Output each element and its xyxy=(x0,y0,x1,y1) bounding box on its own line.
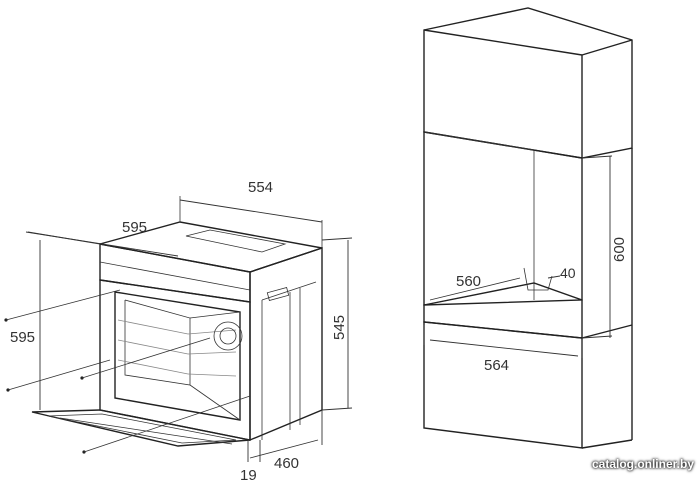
dim-front-width: 595 xyxy=(122,219,147,236)
niche-lower-cabinet xyxy=(423,321,583,449)
dim-niche-height: 600 xyxy=(611,237,628,262)
oven-drawing: 554 595 595 545 19 460 xyxy=(4,179,353,483)
niche-drawing: 600 560 40 564 xyxy=(423,7,633,449)
oven-door xyxy=(31,409,251,447)
oven-side-panel xyxy=(249,247,323,442)
oven-cavity xyxy=(114,291,241,421)
niche-shelf xyxy=(423,282,583,339)
niche-opening xyxy=(423,131,583,306)
dim-niche-width: 564 xyxy=(484,357,509,374)
niche-top-cabinet xyxy=(423,7,633,159)
dim-door-thickness: 19 xyxy=(240,467,257,483)
dim-bottom-depth: 460 xyxy=(274,455,299,472)
dim-height-right: 545 xyxy=(331,315,348,340)
dim-niche-depth: 560 xyxy=(456,273,481,290)
fan-icon xyxy=(213,321,243,351)
oven-front-frame xyxy=(99,279,251,441)
dim-height-left: 595 xyxy=(10,329,35,346)
dim-niche-vent: 40 xyxy=(560,265,576,281)
dim-top-depth: 554 xyxy=(248,179,273,196)
watermark: catalog.onliner.by xyxy=(591,457,694,471)
